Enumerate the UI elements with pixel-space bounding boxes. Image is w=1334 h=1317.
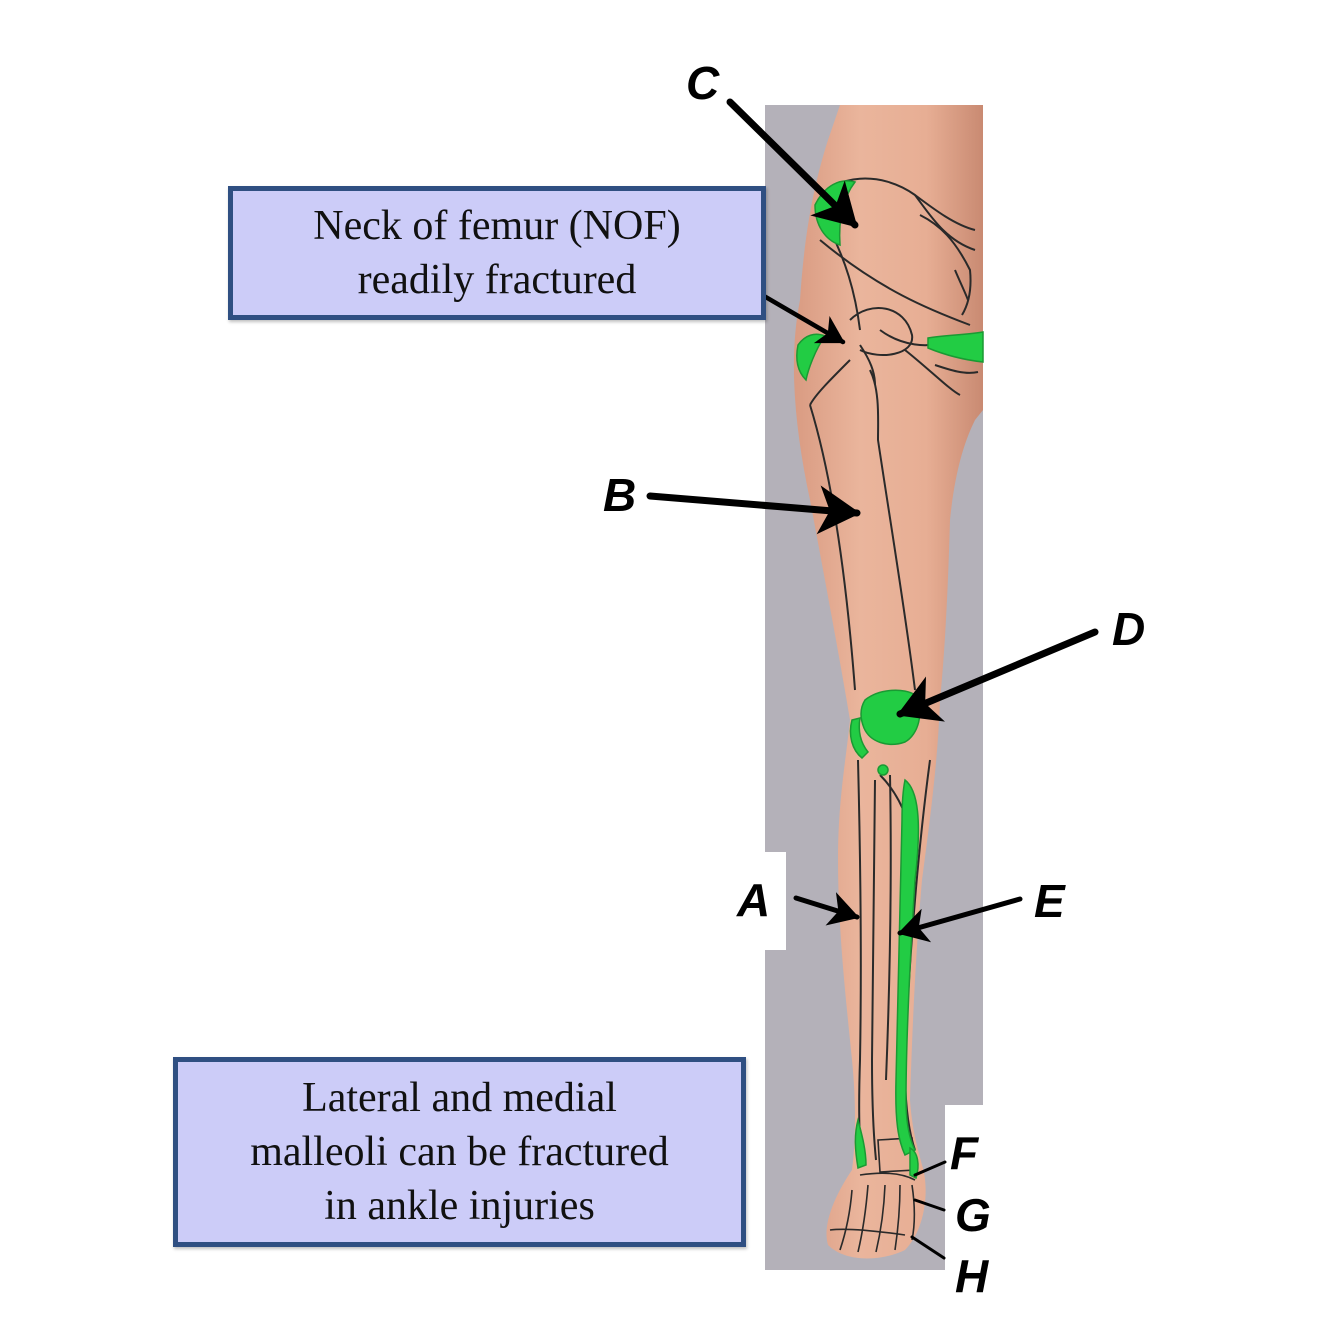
arrow-f [913, 1160, 947, 1177]
medial-malleolus-highlight [909, 1146, 919, 1180]
arrow-a [793, 892, 860, 926]
nof-callout-line-1: Neck of femur (NOF) [313, 203, 681, 249]
malleoli-callout-line-3: in ankle injuries [324, 1183, 595, 1229]
label-g: G [955, 1189, 991, 1241]
arrow-b [646, 485, 861, 535]
arrow-e [897, 896, 1023, 943]
patella-highlight [860, 689, 921, 746]
arrow-nof [754, 289, 846, 345]
lower-right-backdrop [945, 1105, 995, 1275]
tibial-tubercle-highlight [877, 764, 889, 776]
label-b: B [603, 469, 637, 521]
arrow-h [910, 1235, 946, 1260]
label-c: C [686, 57, 720, 109]
label-h: H [955, 1250, 989, 1302]
label-a: A [737, 874, 771, 926]
nof-callout-line-2: readily fractured [357, 257, 637, 303]
label-d: D [1112, 603, 1146, 655]
label-e: E [1034, 875, 1065, 927]
pointer-arrows [646, 98, 1099, 1260]
malleoli-callout-line-2: malleoli can be fractured [250, 1129, 669, 1175]
malleoli-callout-box: Lateral and medial malleoli can be fract… [173, 1057, 746, 1247]
pubic-highlight [927, 331, 984, 363]
leg-silhouette [793, 105, 983, 1259]
label-f: F [950, 1127, 979, 1179]
lateral-malleolus-highlight [854, 1117, 867, 1170]
arrow-c [726, 98, 859, 229]
greater-trochanter-highlight [796, 333, 827, 382]
nof-callout-box: Neck of femur (NOF) readily fractured [228, 186, 766, 320]
arrow-g [913, 1198, 946, 1212]
arrow-d [896, 628, 1099, 722]
label-a-backdrop [728, 852, 786, 950]
knee-rim-highlight [849, 716, 870, 760]
malleoli-callout-line-1: Lateral and medial [302, 1075, 617, 1121]
